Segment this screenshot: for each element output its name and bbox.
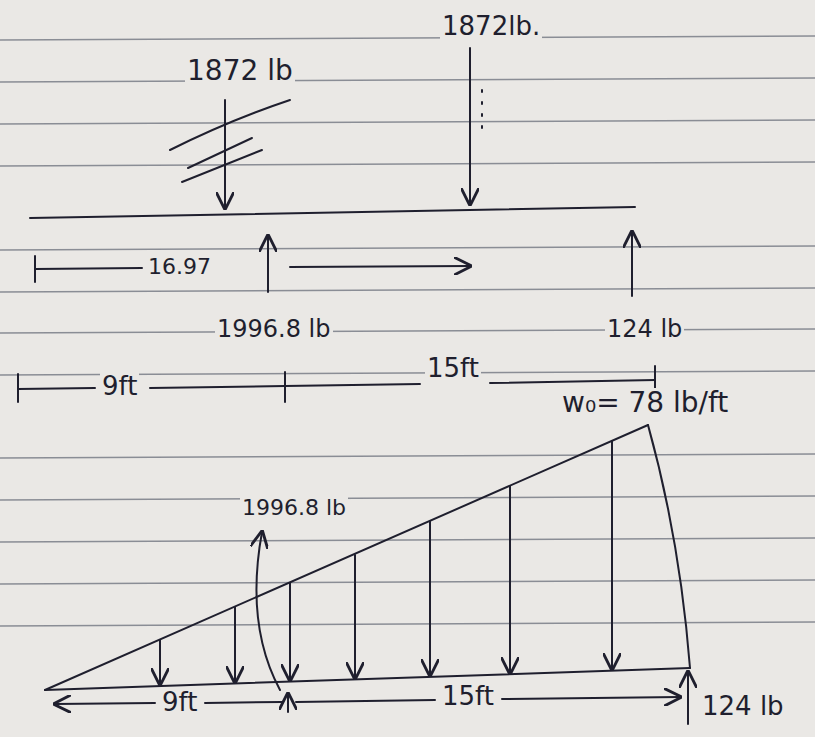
load-arrow [224, 100, 226, 208]
ruled-line [0, 580, 815, 584]
dimension-line [502, 697, 680, 699]
leader-line [256, 532, 280, 690]
reaction-value: 1996.8 lb [215, 316, 333, 342]
load-arrow [469, 48, 471, 204]
load-value: 1872 lb [185, 56, 295, 87]
ruled-line [0, 162, 815, 166]
load-outline [648, 425, 690, 668]
dimension-line [150, 386, 285, 388]
reaction-value: 1996.8 lb [240, 496, 348, 520]
load-intensity: w₀= 78 lb/ft [560, 388, 730, 419]
ruled-line [0, 329, 815, 333]
cross-out-stroke [188, 138, 252, 168]
dimension-value: 16.97 [146, 255, 213, 279]
cross-out-stroke [170, 100, 290, 150]
ruled-line [0, 288, 815, 292]
ruled-line [0, 538, 815, 542]
dotted-mark [481, 90, 483, 135]
dimension-line [285, 384, 420, 386]
load-outline [45, 425, 648, 690]
ruled-line [0, 36, 815, 40]
dimension-line [18, 388, 95, 389]
ruled-lines [0, 36, 815, 626]
ruled-line [0, 496, 815, 500]
dimension-value: 9ft [160, 688, 199, 717]
load-arrow [289, 583, 291, 680]
beam-line [45, 668, 690, 690]
ruled-line [0, 622, 815, 626]
support-arrow [287, 694, 289, 712]
dimension-value: 9ft [100, 372, 139, 401]
load-arrow [429, 521, 431, 675]
ruled-line [0, 454, 815, 458]
load-arrow [509, 486, 511, 673]
load-value: 1872lb. [440, 12, 542, 41]
beam-line [30, 207, 635, 218]
reaction-arrow [687, 672, 689, 724]
reaction-arrow [267, 236, 269, 292]
load-arrow [234, 607, 236, 682]
reaction-arrow [631, 232, 633, 296]
dimension-line [290, 266, 470, 267]
dimension-line [55, 703, 155, 704]
load-arrow [159, 640, 161, 684]
dimension-value: 15ft [425, 354, 481, 383]
dimension-value: 15ft [440, 682, 496, 711]
load-arrow [354, 555, 356, 678]
reaction-value: 124 lb [700, 692, 786, 721]
dimension-line [490, 380, 655, 383]
dimension-line [205, 702, 282, 703]
dimension-line [296, 700, 435, 702]
ruled-line [0, 78, 815, 82]
ruled-line [0, 246, 815, 250]
ruled-line [0, 120, 815, 124]
dimension-line [35, 268, 142, 269]
load-arrow [611, 441, 613, 669]
reaction-value: 124 lb [605, 316, 684, 342]
